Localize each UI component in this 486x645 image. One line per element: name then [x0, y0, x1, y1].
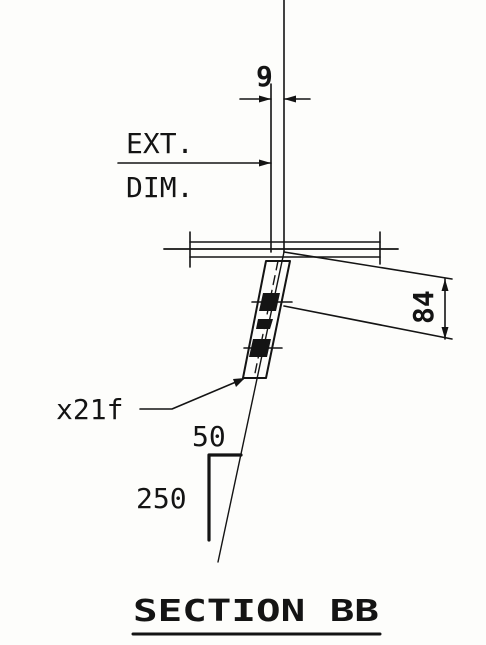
offset-dimension: 84 — [283, 251, 453, 340]
bolt-callout-label: x21f — [56, 393, 123, 426]
gap-dimension: 9 — [239, 60, 311, 103]
ext-dim-label-line1: EXT. — [126, 127, 193, 160]
angle-leg-short-label: 50 — [192, 420, 226, 453]
slope-reference-line — [217, 251, 285, 563]
section-title-text: SECTION BB — [133, 594, 379, 629]
ext-dim-label-line2: DIM. — [126, 171, 193, 204]
section-title: SECTION BB — [131, 594, 382, 636]
offset-dimension-label: 84 — [407, 290, 440, 324]
bolt-callout: x21f — [56, 378, 245, 426]
horizontal-plate — [163, 231, 399, 268]
inclined-member — [242, 260, 293, 379]
ext-dim-note: EXT. DIM. — [117, 127, 272, 204]
gap-dimension-label: 9 — [256, 60, 273, 93]
angle-leg-long-label: 250 — [136, 482, 187, 515]
angle-section: 50 250 — [136, 420, 243, 542]
